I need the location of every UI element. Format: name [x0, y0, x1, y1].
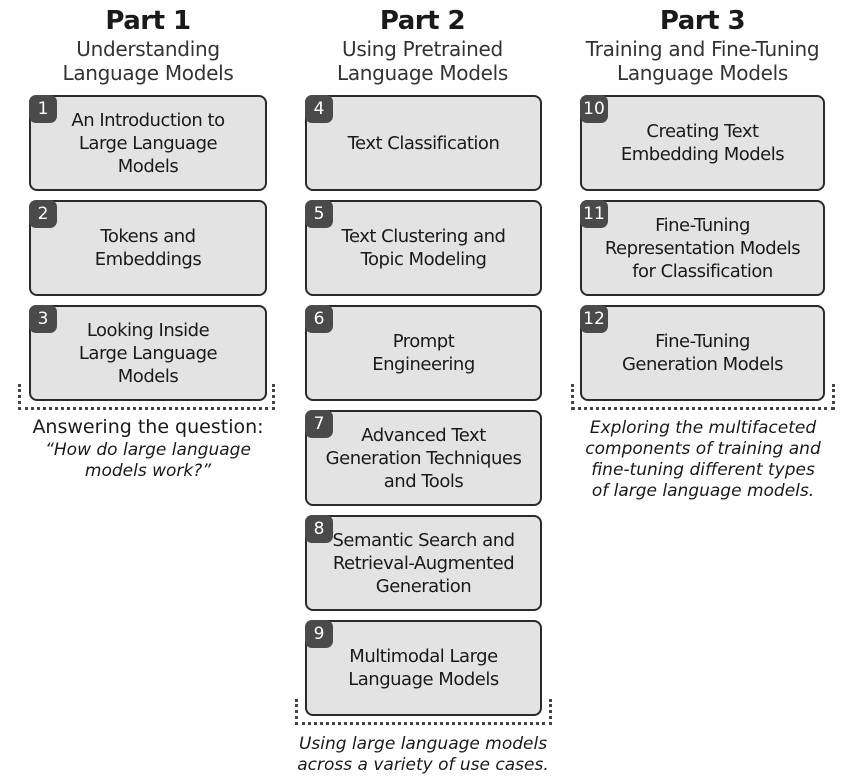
- part-3-caption: Exploring the multifaceted components of…: [585, 418, 821, 501]
- chapter-number-4: 4: [305, 95, 333, 123]
- chapter-title-3: Looking Inside Large Language Models: [78, 319, 218, 387]
- chapter-title-12: Fine-Tuning Generation Models: [621, 331, 784, 375]
- chapter-card-4: 4 Text Classification: [305, 95, 542, 191]
- chapter-card-8: 8 Semantic Search and Retrieval-Augmente…: [305, 515, 542, 611]
- chapter-number-10: 10: [580, 95, 608, 123]
- chapter-number-1: 1: [29, 95, 57, 123]
- chapter-card-7: 7 Advanced Text Generation Techniques an…: [305, 410, 542, 506]
- chapter-number-7: 7: [305, 410, 333, 438]
- part-1-subtitle: Understanding Language Models: [62, 37, 234, 85]
- chapter-card-6: 6 Prompt Engineering: [305, 305, 542, 401]
- chapter-title-6: Prompt Engineering: [372, 331, 475, 375]
- chapter-title-8: Semantic Search and Retrieval-Augmented …: [332, 529, 515, 597]
- chapter-card-12: 12 Fine-Tuning Generation Models: [580, 305, 825, 401]
- chapter-number-11: 11: [580, 200, 608, 228]
- part-3-bracket: [571, 384, 835, 410]
- chapter-card-9: 9 Multimodal Large Language Models: [305, 620, 542, 716]
- chapter-title-2: Tokens and Embeddings: [94, 226, 202, 270]
- chapter-card-5: 5 Text Clustering and Topic Modeling: [305, 200, 542, 296]
- chapter-number-8: 8: [305, 515, 333, 543]
- chapter-title-9: Multimodal Large Language Models: [348, 646, 499, 690]
- chapter-number-2: 2: [29, 200, 57, 228]
- chapter-number-3: 3: [29, 305, 57, 333]
- chapter-card-1: 1 An Introduction to Large Language Mode…: [29, 95, 267, 191]
- part-1-caption-heading: Answering the question:: [32, 416, 264, 438]
- chapter-title-5: Text Clustering and Topic Modeling: [341, 226, 506, 270]
- chapter-card-3: 3 Looking Inside Large Language Models: [29, 305, 267, 401]
- chapter-number-12: 12: [580, 305, 608, 333]
- part-3-title: Part 3: [659, 6, 746, 36]
- part-1-caption: “How do large language models work?”: [45, 440, 251, 481]
- chapter-number-9: 9: [305, 620, 333, 648]
- chapter-number-6: 6: [305, 305, 333, 333]
- part-2-title: Part 2: [379, 6, 466, 36]
- chapter-card-10: 10 Creating Text Embedding Models: [580, 95, 825, 191]
- part-1-title: Part 1: [105, 6, 191, 36]
- chapter-card-11: 11 Fine-Tuning Representation Models for…: [580, 200, 825, 296]
- part-2-bracket: [295, 699, 552, 725]
- chapter-title-4: Text Classification: [347, 132, 500, 154]
- chapter-number-5: 5: [305, 200, 333, 228]
- part-1-bracket: [18, 384, 275, 410]
- chapter-title-11: Fine-Tuning Representation Models for Cl…: [604, 214, 801, 282]
- part-3-subtitle: Training and Fine-Tuning Language Models: [585, 37, 820, 85]
- chapter-title-10: Creating Text Embedding Models: [620, 121, 785, 165]
- part-2-caption: Using large language models across a var…: [297, 734, 549, 775]
- chapter-card-2: 2 Tokens and Embeddings: [29, 200, 267, 296]
- chapter-title-7: Advanced Text Generation Techniques and …: [325, 424, 522, 492]
- part-2-subtitle: Using Pretrained Language Models: [336, 37, 509, 85]
- chapter-title-1: An Introduction to Large Language Models: [71, 109, 225, 177]
